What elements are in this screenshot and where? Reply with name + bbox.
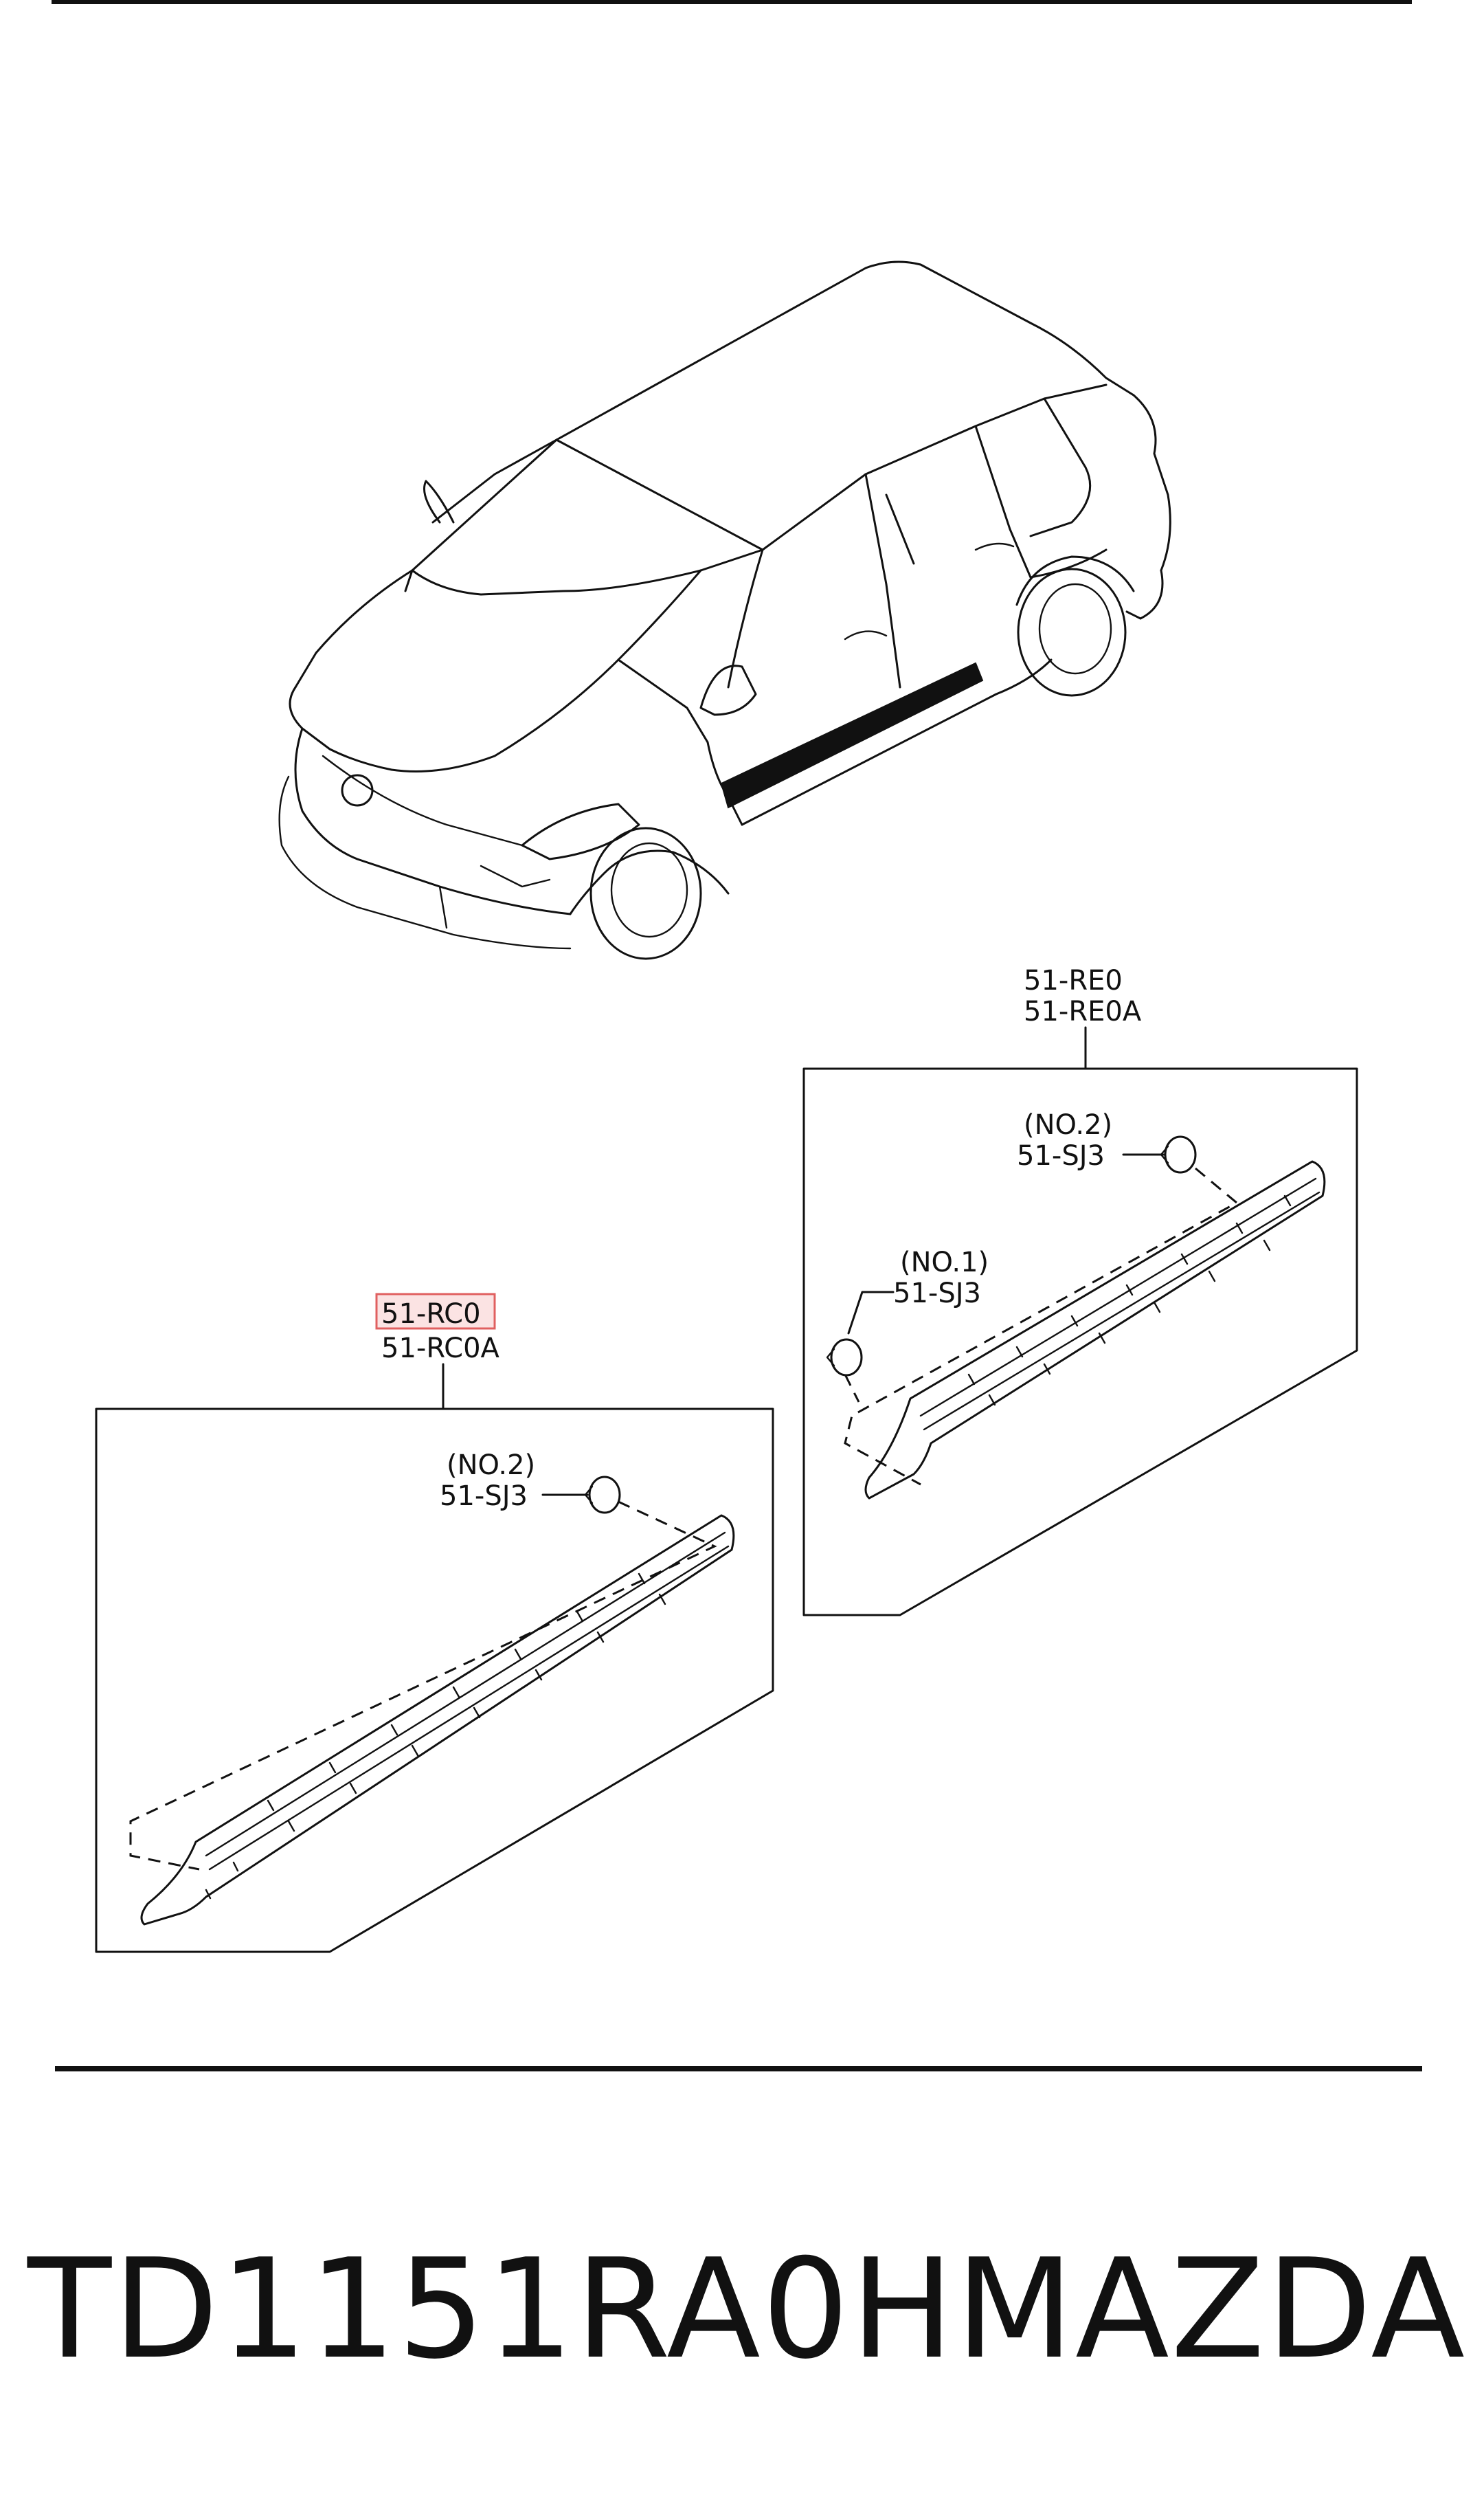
front-moulding-clip-marks [205, 1572, 666, 1900]
rear-clip2-part: 51-SJ3 [1017, 1140, 1105, 1172]
rear-part-label-b: 51-RE0A [1024, 996, 1142, 1027]
footer-caption: TD1151RA0H MAZDA [27, 2220, 1465, 2399]
front-group-frame [95, 1408, 774, 1953]
rear-group-frame [802, 1067, 1358, 1616]
front-moulding-group: 51-RC0 51-RC0A (NO.2) 51-SJ3 [95, 1293, 774, 1953]
footer-part-number: TD1151RA0H [27, 2229, 956, 2390]
rear-moulding-clip-marks [967, 1194, 1292, 1406]
vehicle-illustration [278, 260, 1171, 960]
rear-clip2-number: (NO.2) [1024, 1109, 1112, 1141]
front-clip-part: 51-SJ3 [440, 1480, 528, 1512]
rear-moulding-group: 51-RE0 51-RE0A (NO.2) 51-SJ3 (NO.1) 51-S… [802, 965, 1358, 1616]
rear-clip1-number: (NO.1) [900, 1247, 989, 1278]
rear-clip2-icon [1160, 1135, 1197, 1174]
side-moulding-highlight [720, 662, 984, 809]
front-part-label-a: 51-RC0 [381, 1298, 481, 1330]
rear-moulding-strip [864, 1160, 1326, 1500]
front-part-highlight [375, 1293, 496, 1330]
front-moulding-strip [140, 1514, 735, 1926]
footer-brand: MAZDA [955, 2229, 1467, 2390]
rear-clip1-icon [826, 1338, 863, 1377]
rear-part-label-a: 51-RE0 [1024, 965, 1123, 997]
front-clip-number: (NO.2) [447, 1449, 535, 1481]
front-part-label-b: 51-RC0A [381, 1333, 500, 1364]
rear-clip1-part: 51-SJ3 [893, 1278, 981, 1309]
front-clip-icon [584, 1476, 621, 1514]
